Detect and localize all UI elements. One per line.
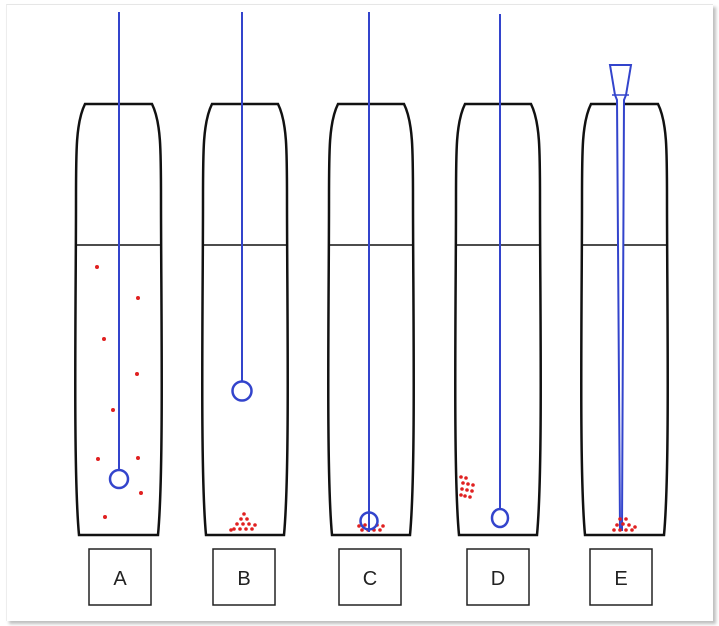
particle <box>627 523 631 527</box>
particle <box>624 517 628 521</box>
tube-d-outline <box>454 102 542 537</box>
particle <box>250 527 254 531</box>
tube-e-pipette-tip <box>608 64 633 531</box>
figure-frame <box>6 4 713 621</box>
label-box-b-frame <box>212 548 276 606</box>
tube-e <box>580 64 669 537</box>
particle <box>618 517 622 521</box>
tube-d <box>454 14 542 537</box>
label-box-e-frame <box>589 548 653 606</box>
label-b: B <box>237 568 250 590</box>
particle <box>463 494 467 498</box>
particle <box>378 528 382 532</box>
particle <box>360 528 364 532</box>
tube-c-outline <box>327 102 415 537</box>
particle <box>461 481 465 485</box>
particle <box>253 523 257 527</box>
particle <box>102 337 106 341</box>
particle <box>466 482 470 486</box>
tube-c <box>327 12 415 537</box>
tube-d-probe-loop <box>490 507 510 529</box>
particle <box>244 527 248 531</box>
particle <box>96 457 100 461</box>
label-box-b: B <box>212 548 276 606</box>
particle <box>618 528 622 532</box>
label-d: D <box>491 568 505 590</box>
particle <box>135 372 139 376</box>
particle <box>238 527 242 531</box>
particle <box>624 528 628 532</box>
label-box-e: E <box>589 548 653 606</box>
label-box-d: D <box>466 548 530 606</box>
label-e: E <box>614 568 627 590</box>
tube-b-outline <box>201 102 289 537</box>
tube-b-particles <box>229 512 257 532</box>
label-box-d-frame <box>466 548 530 606</box>
label-a: A <box>113 568 127 590</box>
particle <box>239 517 243 521</box>
tube-d-particles <box>459 475 475 499</box>
tube-c-probe-loop <box>359 511 379 531</box>
particle <box>621 522 625 526</box>
label-c: C <box>363 568 377 590</box>
tube-a-particles <box>95 265 143 519</box>
particle <box>235 522 239 526</box>
tube-e-outline <box>580 102 669 537</box>
particle <box>465 488 469 492</box>
particle <box>633 525 637 529</box>
tube-b <box>201 12 289 537</box>
label-box-c: C <box>338 548 402 606</box>
particle <box>630 528 634 532</box>
particle <box>136 456 140 460</box>
particle <box>381 524 385 528</box>
particle <box>612 528 616 532</box>
particle <box>459 493 463 497</box>
particle <box>468 495 472 499</box>
particle <box>232 527 236 531</box>
label-box-c-frame <box>338 548 402 606</box>
particle <box>615 523 619 527</box>
particle <box>136 296 140 300</box>
particle <box>111 408 115 412</box>
particle <box>95 265 99 269</box>
particle <box>245 517 249 521</box>
particle <box>229 528 233 532</box>
particle <box>139 491 143 495</box>
particle <box>357 524 361 528</box>
particle <box>459 475 463 479</box>
tube-a-outline <box>74 102 163 537</box>
particle <box>460 487 464 491</box>
particle <box>241 522 245 526</box>
particle <box>470 489 474 493</box>
tube-b-probe-loop <box>231 380 253 402</box>
particle <box>464 476 468 480</box>
particle <box>471 483 475 487</box>
particle <box>363 523 367 527</box>
label-box-a-frame <box>88 548 152 606</box>
label-box-a: A <box>88 548 152 606</box>
tube-a <box>74 12 163 537</box>
tube-a-probe-loop <box>108 468 130 490</box>
tube-e-particles <box>612 517 637 532</box>
particle <box>242 512 246 516</box>
particle <box>103 515 107 519</box>
particle <box>247 522 251 526</box>
